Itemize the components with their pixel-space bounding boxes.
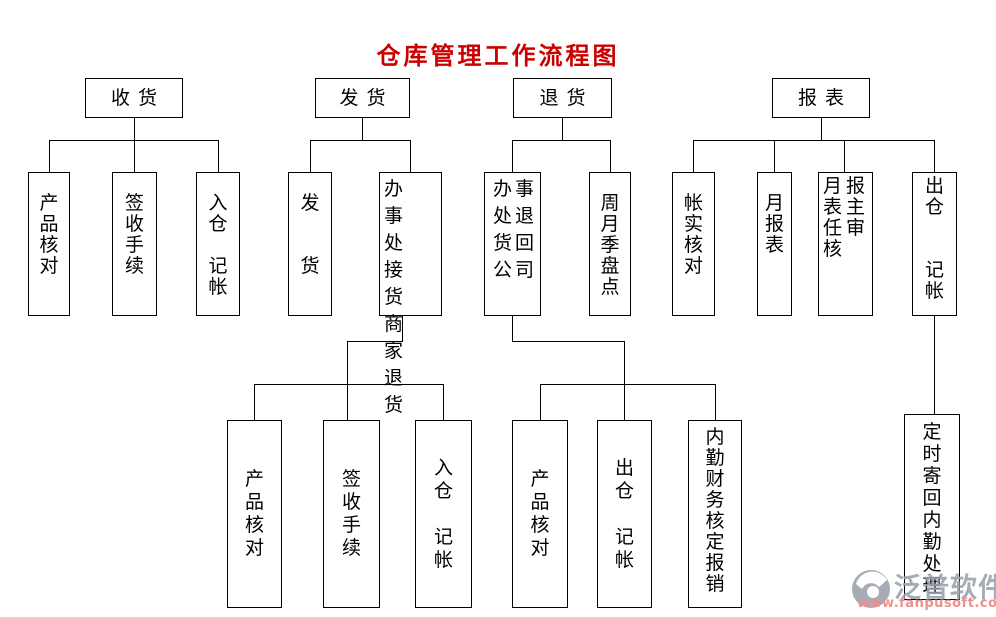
connector-line xyxy=(821,118,822,140)
node-report-monthly-report: 月 报 表 xyxy=(757,172,792,316)
node-reports: 报表 xyxy=(772,78,870,118)
node-return-finance-approval: 内 勤 财 务 核 定 报 销 xyxy=(688,420,742,608)
connector-line xyxy=(774,140,775,172)
node-receive-inbound-bookkeeping: 入 仓 记 帐 xyxy=(196,172,240,316)
connector-line xyxy=(218,140,219,172)
connector-line xyxy=(540,384,541,420)
connector-line xyxy=(512,316,513,341)
node-receiving: 收货 xyxy=(85,78,183,118)
watermark-brand: 泛普软件 xyxy=(894,573,996,604)
connector-line xyxy=(512,140,610,141)
connector-line xyxy=(562,118,563,140)
node-ship-office-pickup-merchant-return: 办事 处接 货商 家退 货 xyxy=(379,172,442,416)
node-ship-dispatch: 发 货 xyxy=(288,172,332,316)
node-shipping: 发货 xyxy=(315,78,410,118)
connector-line xyxy=(610,140,611,172)
node-ship-inbound-bookkeeping: 入 仓 记 帐 xyxy=(415,420,472,608)
connector-line xyxy=(934,316,935,414)
connector-line xyxy=(49,140,50,172)
connector-line xyxy=(310,140,410,141)
connector-line xyxy=(693,140,694,172)
fanpu-logo-icon xyxy=(852,570,890,608)
watermark-url: www.fanpusoft.com xyxy=(857,596,996,611)
connector-line xyxy=(624,341,625,420)
connector-line xyxy=(134,140,135,172)
node-ship-sign-procedure: 签 收 手 续 xyxy=(323,420,380,608)
connector-line xyxy=(443,384,444,420)
node-receive-product-check: 产 品 核 对 xyxy=(28,172,70,316)
connector-line xyxy=(134,118,135,140)
node-report-mail-back-processing: 定 时 寄 回 内 勤 处 理 xyxy=(904,414,960,600)
node-return-periodic-stocktake: 周 月 季 盘 点 xyxy=(589,172,631,316)
diagram-title: 仓库管理工作流程图 xyxy=(376,42,620,70)
node-report-account-verification: 帐 实 核 对 xyxy=(672,172,715,316)
connector-line xyxy=(347,341,348,420)
connector-line xyxy=(934,140,935,172)
connector-line xyxy=(540,384,716,385)
node-return-product-check: 产 品 核 对 xyxy=(512,420,568,608)
connector-line xyxy=(254,384,255,420)
node-return-office-return-to-company: 办事 处退 货回 公司 xyxy=(484,172,541,316)
connector-line xyxy=(310,140,311,172)
node-receive-sign-procedure: 签 收 手 续 xyxy=(112,172,157,316)
connector-line xyxy=(254,384,443,385)
connector-line xyxy=(693,140,934,141)
connector-line xyxy=(410,140,411,172)
connector-line xyxy=(347,341,403,342)
connector-line xyxy=(512,341,625,342)
node-report-monthly-supervisor-review: 月报 表主 任审 核 xyxy=(818,172,873,316)
connector-line xyxy=(362,118,363,140)
connector-line xyxy=(715,384,716,420)
node-ship-product-check: 产 品 核 对 xyxy=(227,420,282,608)
connector-line xyxy=(402,316,403,341)
node-return-outbound-bookkeeping: 出 仓 记 帐 xyxy=(597,420,652,608)
connector-line xyxy=(512,140,513,172)
node-returns: 退货 xyxy=(513,78,612,118)
node-report-outbound-bookkeeping: 出 仓 记 帐 xyxy=(912,172,957,316)
connector-line xyxy=(844,140,845,172)
